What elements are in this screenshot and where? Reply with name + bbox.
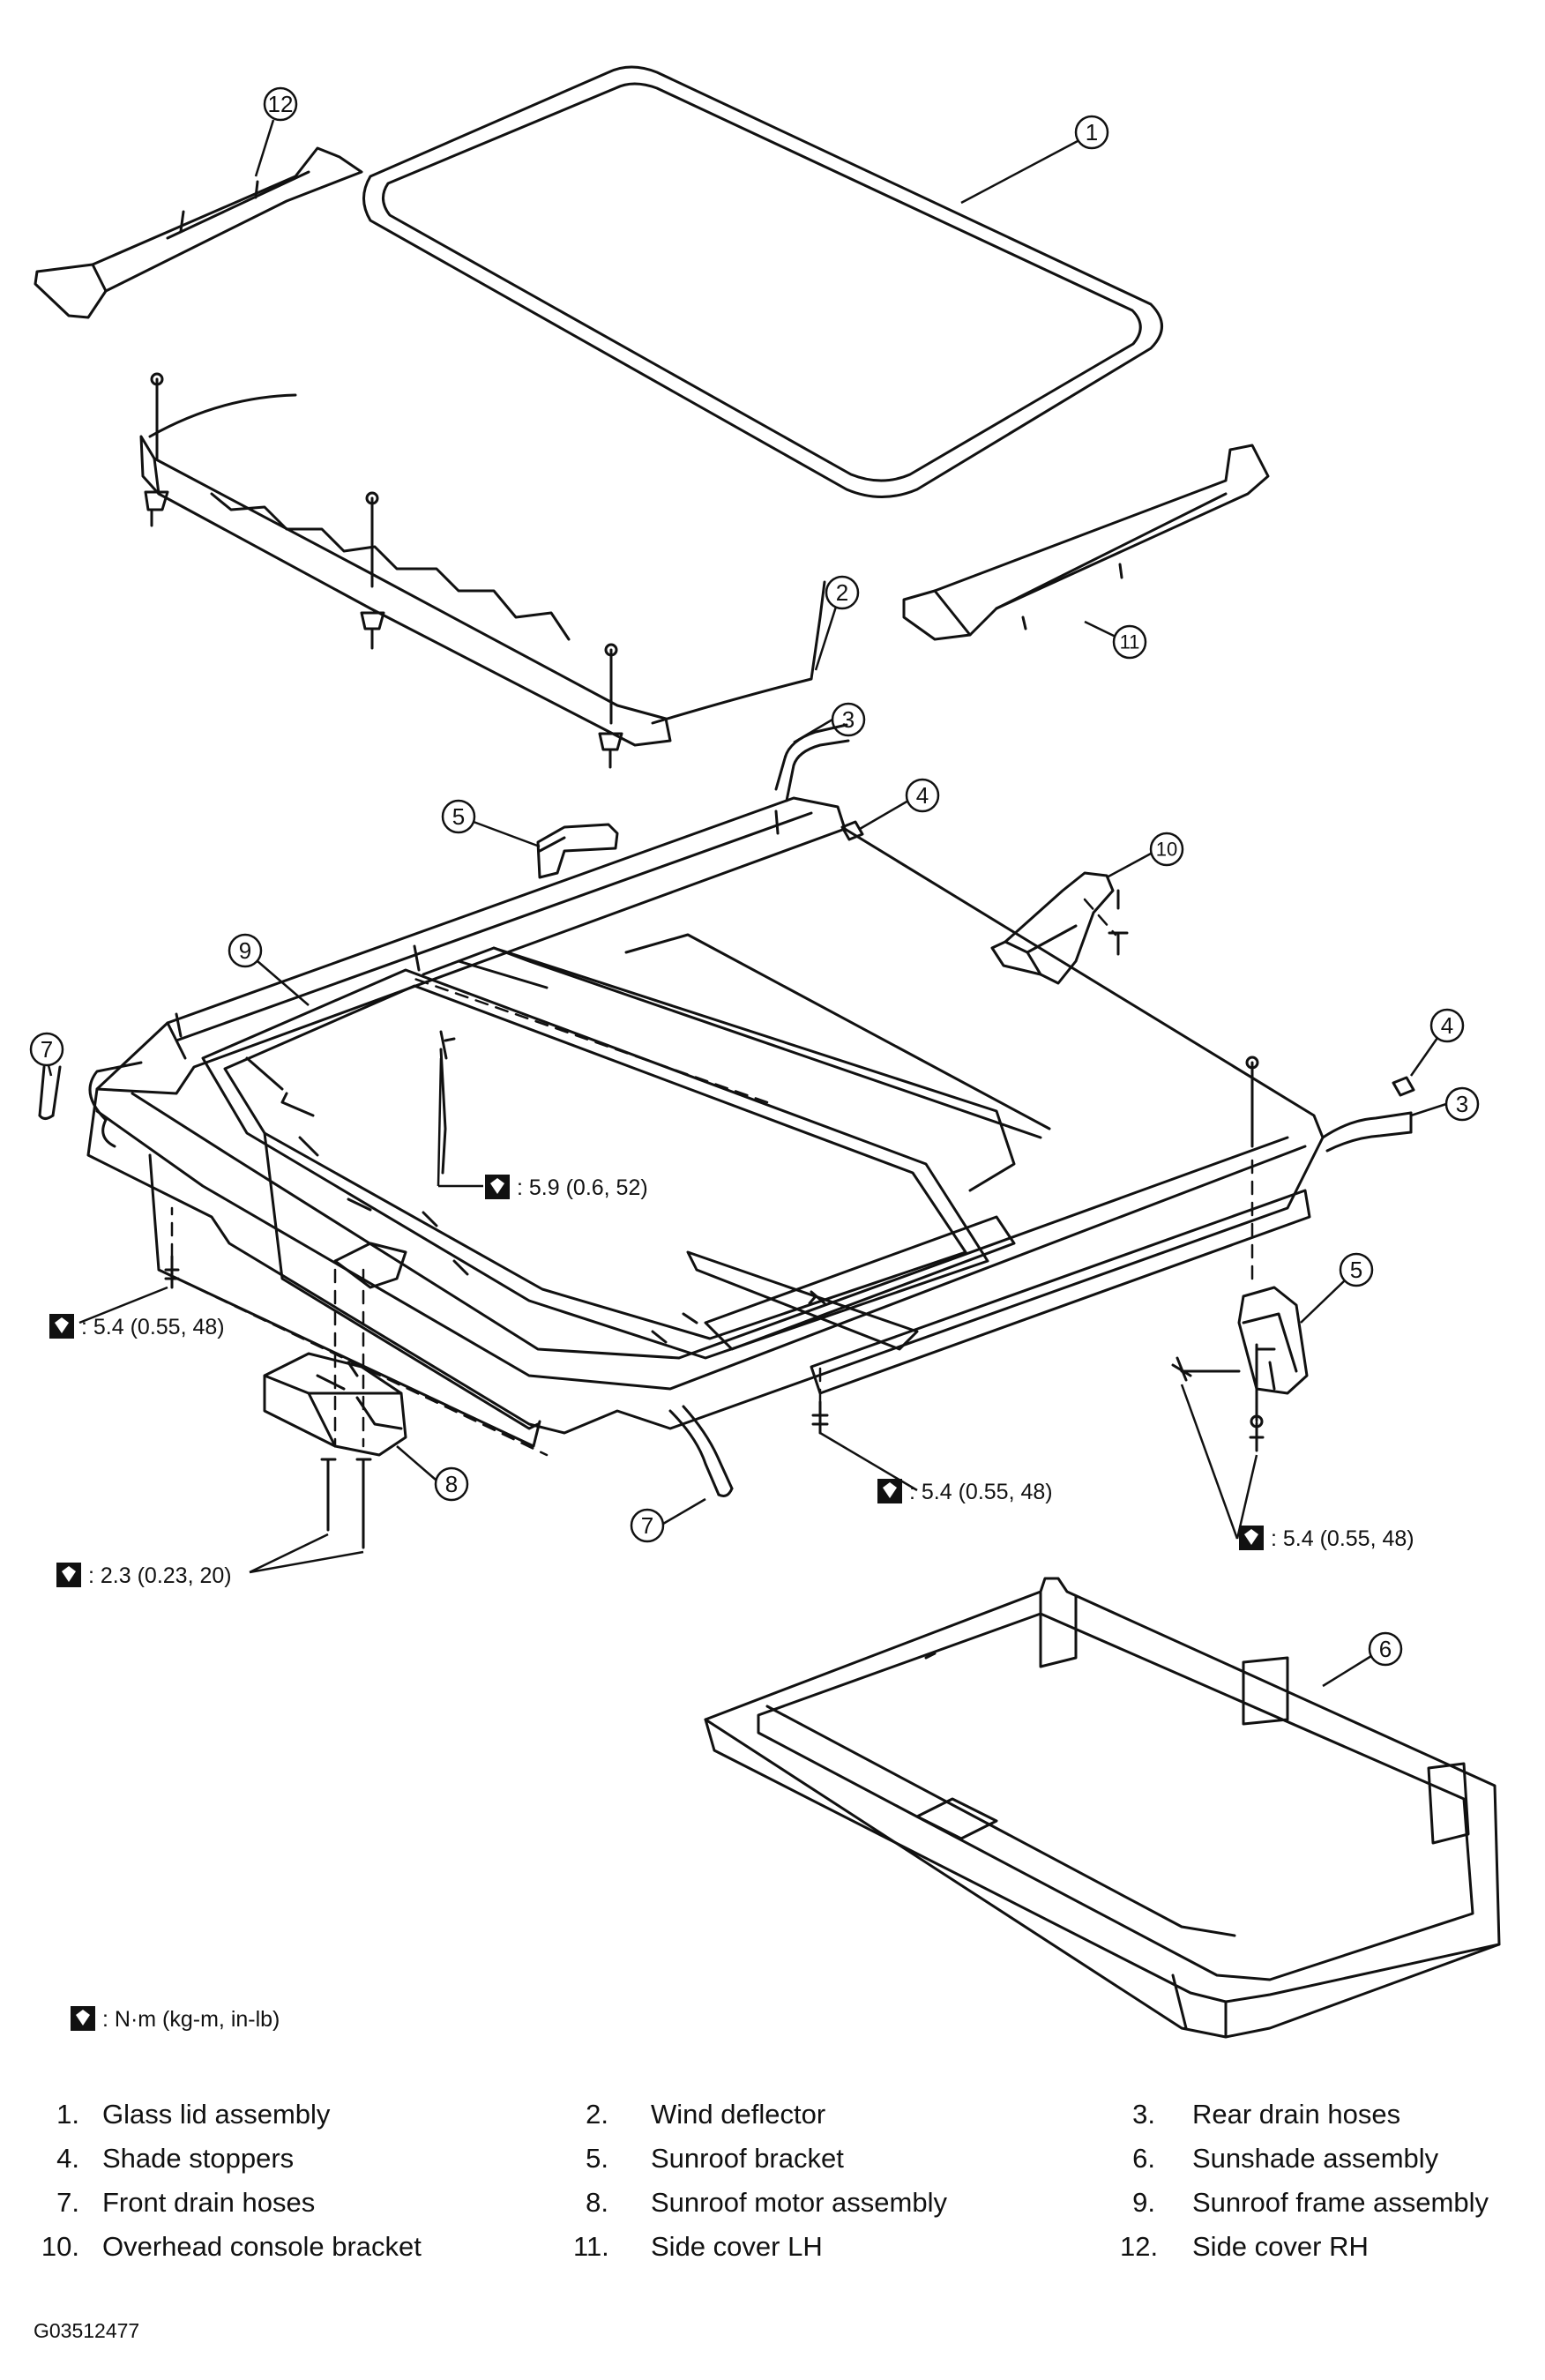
legend-item-7: 7. Front drain hoses <box>56 2187 316 2218</box>
legend-item-3: 3. Rear drain hoses <box>1132 2099 1401 2130</box>
legend-item-1: 1. Glass lid assembly <box>56 2099 331 2130</box>
callout-3-lower: 3 <box>1456 1091 1468 1117</box>
callout-9: 9 <box>239 937 251 964</box>
callout-10: 10 <box>1156 839 1177 861</box>
legend-item-8: 8. Sunroof motor assembly <box>586 2187 947 2218</box>
torque-motor: : 2.3 (0.23, 20) <box>88 1563 232 1588</box>
side-cover-lh <box>902 444 1270 641</box>
legend-item-10: 10. Overhead console bracket <box>41 2231 422 2262</box>
figure-id: G03512477 <box>34 2319 140 2342</box>
wind-deflector <box>139 372 826 769</box>
sunshade <box>704 1577 1501 2039</box>
callout-6: 6 <box>1379 1636 1392 1662</box>
legend-item-6: 6. Sunshade assembly <box>1132 2143 1439 2174</box>
front-drain-hoses <box>38 1065 734 1497</box>
callout-7-lower: 7 <box>641 1512 653 1539</box>
torque-frame-top: : 5.9 (0.6, 52) <box>517 1175 648 1200</box>
shade-stoppers <box>840 820 1415 1097</box>
legend-item-4: 4. Shade stoppers <box>56 2143 295 2174</box>
legend-item-12: 12. Side cover RH <box>1120 2231 1369 2262</box>
legend-item-2: 2. Wind deflector <box>586 2099 826 2130</box>
torque-frame-bottom: : 5.4 (0.55, 48) <box>909 1480 1053 1504</box>
side-cover-rh <box>34 146 363 319</box>
callout-8: 8 <box>445 1471 458 1497</box>
callout-4-lower: 4 <box>1441 1012 1453 1039</box>
sunroof-brackets <box>536 823 1309 1429</box>
callout-1: 1 <box>1086 119 1098 145</box>
rear-drain-hoses <box>774 723 1413 1153</box>
glass-lid <box>362 65 1163 498</box>
torque-frame-left: : 5.4 (0.55, 48) <box>81 1315 225 1339</box>
sunroof-motor <box>263 1242 407 1549</box>
callout-5-left: 5 <box>452 803 465 830</box>
callout-7-left: 7 <box>41 1036 53 1063</box>
callout-4-upper: 4 <box>916 782 929 809</box>
parts-legend: 1. Glass lid assembly 4. Shade stoppers … <box>0 2099 1545 2275</box>
callout-2: 2 <box>836 579 848 606</box>
overhead-console-bracket <box>990 871 1129 985</box>
legend-item-5: 5. Sunroof bracket <box>586 2143 844 2174</box>
callout-12: 12 <box>268 91 294 117</box>
callout-3-upper: 3 <box>842 706 855 733</box>
legend-item-11: 11. Side cover LH <box>573 2231 823 2262</box>
callout-11: 11 <box>1120 631 1140 653</box>
torque-unit-legend: : N·m (kg-m, in-lb) <box>102 2007 280 2032</box>
sunroof-frame <box>86 796 1325 1448</box>
bolts <box>164 1048 1265 1452</box>
callout-5-right: 5 <box>1350 1257 1362 1283</box>
torque-bracket-right: : 5.4 (0.55, 48) <box>1271 1526 1414 1551</box>
dashed-leaders <box>157 898 1258 1457</box>
torque-icons <box>49 1175 1264 2031</box>
legend-item-9: 9. Sunroof frame assembly <box>1132 2187 1489 2218</box>
